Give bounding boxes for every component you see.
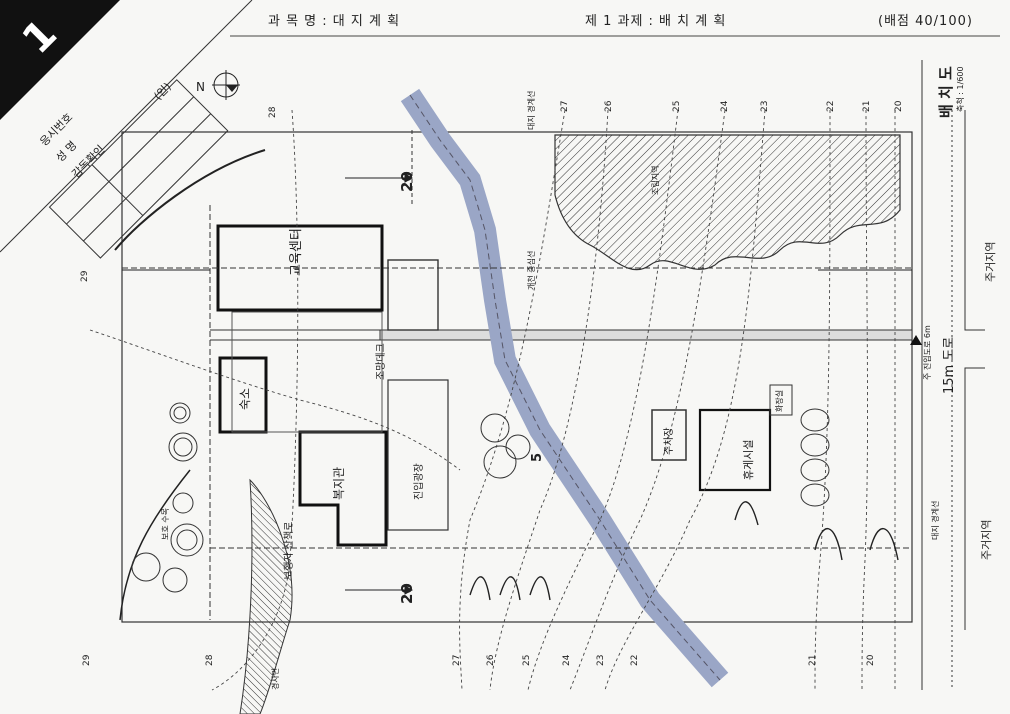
- contour-bottom-24: 24: [562, 654, 572, 666]
- hand-label-1: 교육센터: [289, 228, 304, 276]
- forest-label: 조림지역: [651, 165, 660, 195]
- contour-bottom-25: 25: [522, 654, 532, 666]
- hand-label-7: 보행자 산책로: [284, 521, 295, 580]
- residential-bottom-label: 주거지역: [980, 519, 993, 560]
- drawing-scale: 축척 : 1/600: [956, 66, 965, 112]
- hand-label-2: 숙소: [238, 387, 252, 410]
- forest-area: [554, 134, 901, 271]
- north-arrow-icon: [212, 70, 240, 100]
- road-label: 15m 도로: [942, 336, 957, 394]
- hedge: [800, 408, 830, 507]
- trees-label: 보호 수목: [161, 508, 170, 540]
- boundary-top-label: 대지 경계선: [527, 90, 536, 130]
- hand-label-6: 주차장: [664, 427, 675, 455]
- stream-center-label: 개천 중심선: [527, 250, 536, 290]
- drawing-title: 배 치 도: [937, 66, 955, 118]
- contour-top-24: 24: [720, 100, 730, 112]
- task-label: 제 1 과제 : 배 치 계 획: [585, 14, 727, 29]
- boundary-bottom-label: 대지 경계선: [931, 500, 940, 540]
- residential-top-label: 주거지역: [984, 241, 997, 282]
- candidate-box: [48, 79, 229, 259]
- contour-top-28: 28: [268, 106, 278, 118]
- access-road-label: 주 진입도로 6m: [923, 325, 932, 380]
- north-label: N: [196, 80, 205, 94]
- contour-lines: [89, 109, 896, 691]
- contour-top-21: 21: [862, 100, 872, 112]
- building-welfare: [298, 430, 388, 547]
- contour-bottom-22: 22: [630, 654, 640, 666]
- hand-label-3: 복지관: [332, 466, 346, 500]
- subject-label: 과 목 명 : 대 지 계 획: [268, 14, 401, 29]
- hand-label-8: 조망데크: [376, 343, 387, 380]
- slope-label: 경사면: [271, 667, 280, 690]
- contour-top-20: 20: [894, 100, 904, 112]
- contour-top-27: 27: [560, 100, 570, 112]
- contour-bottom-23: 23: [596, 654, 606, 666]
- building-rest: [698, 408, 772, 492]
- protected-trees: [131, 402, 531, 593]
- entry-arrow-icon: [910, 335, 922, 345]
- contour-bottom-27: 27: [452, 654, 462, 666]
- contour-bottom-26: 26: [486, 654, 496, 666]
- dimension-20-top: 20: [398, 171, 416, 192]
- hand-label-4: 휴게시설: [742, 439, 755, 480]
- contour-bottom-28: 28: [205, 654, 215, 666]
- hand-label-5: 진입광장: [414, 463, 425, 500]
- contour-left-29: 29: [80, 270, 90, 282]
- contour-top-26: 26: [604, 100, 614, 112]
- score-label: (배점 40/100): [878, 14, 973, 29]
- contour-top-22: 22: [826, 100, 836, 112]
- contour-bottom-20: 20: [866, 654, 876, 666]
- hand-label-9: 화장실: [775, 389, 784, 412]
- contour-top-23: 23: [760, 100, 770, 112]
- contour-bottom-21: 21: [808, 654, 818, 666]
- entry-plaza: [387, 379, 449, 531]
- setback-5-label: 5: [530, 452, 545, 462]
- access-road: [379, 329, 913, 341]
- contour-top-25: 25: [672, 100, 682, 112]
- corner-badge: [0, 0, 120, 120]
- contour-bottom-29: 29: [82, 654, 92, 666]
- dimension-20-bottom: 20: [398, 583, 416, 604]
- slope-area: [239, 478, 293, 714]
